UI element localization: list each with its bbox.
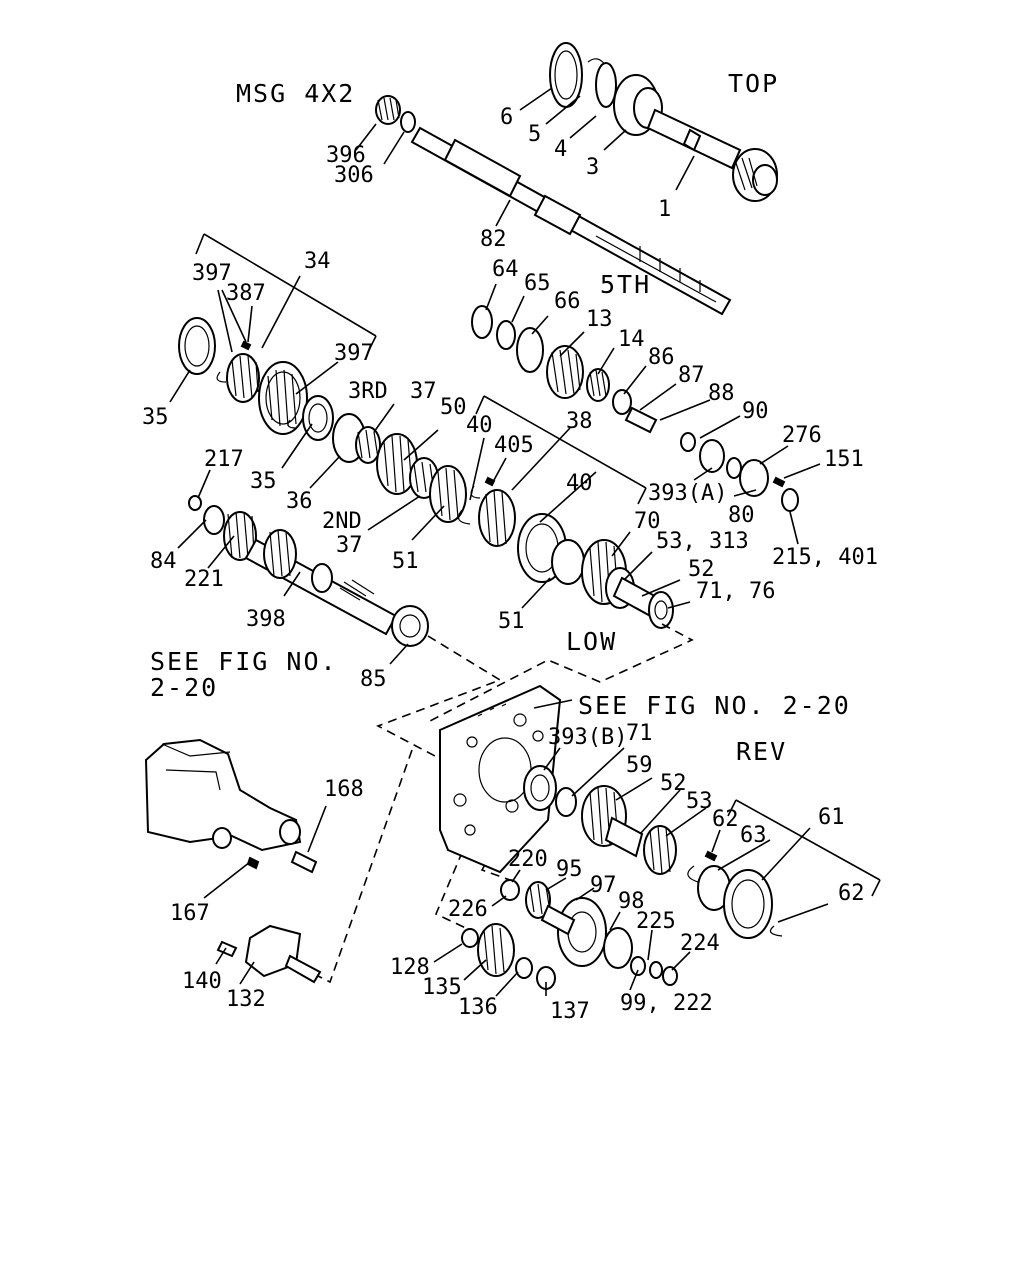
callout-167: 167 — [170, 901, 210, 926]
callout-397: 397 — [334, 341, 374, 366]
callout-135: 135 — [422, 975, 462, 1000]
callout-97: 97 — [590, 873, 617, 898]
callout-1: 1 — [658, 197, 671, 222]
callout-397-top: 397 — [192, 261, 232, 286]
fifth-gear-header: 5TH — [600, 270, 651, 299]
callout-151: 151 — [824, 447, 864, 472]
callout-393b: 393(B) — [548, 725, 627, 750]
callout-168: 168 — [324, 777, 364, 802]
model-header: MSG 4X2 — [236, 79, 355, 108]
callout-66: 66 — [554, 289, 581, 314]
callout-396: 396 — [326, 143, 366, 168]
callout-labels: 6 5 4 3 1 396 306 82 64 65 66 13 14 86 8… — [142, 105, 878, 1024]
callout-221: 221 — [184, 567, 224, 592]
callout-276: 276 — [782, 423, 822, 448]
callout-5: 5 — [528, 122, 541, 147]
callout-52: 52 — [660, 771, 687, 796]
shaft-end-parts — [375, 95, 416, 133]
callout-4: 4 — [554, 137, 567, 162]
callout-90: 90 — [742, 399, 769, 424]
callout-225: 225 — [636, 909, 676, 934]
callout-85: 85 — [360, 667, 387, 692]
callout-405: 405 — [494, 433, 534, 458]
callout-215-401: 215, 401 — [772, 545, 878, 570]
callout-35-top: 35 — [142, 405, 169, 430]
callout-13: 13 — [586, 307, 613, 332]
callout-87: 87 — [678, 363, 705, 388]
reverse-gear-header: REV — [736, 737, 787, 766]
callout-64: 64 — [492, 257, 519, 282]
callout-128: 128 — [390, 955, 430, 980]
transmission-case — [144, 738, 302, 870]
callout-80: 80 — [728, 503, 755, 528]
callout-224: 224 — [680, 931, 720, 956]
callout-53-313: 53, 313 — [656, 529, 749, 554]
callout-40-top: 40 — [466, 413, 493, 438]
low-gear-header: LOW — [566, 627, 617, 656]
callout-393a: 393(A) — [648, 481, 727, 506]
top-header: TOP — [728, 69, 779, 98]
fifth-gear-parts — [471, 305, 799, 512]
callout-35: 35 — [250, 469, 277, 494]
label-2nd: 2ND — [322, 509, 362, 534]
callout-306: 306 — [334, 163, 374, 188]
synchro-34-parts — [178, 233, 377, 435]
callout-14: 14 — [618, 327, 645, 352]
counter-gear-parts — [188, 395, 674, 647]
callout-95: 95 — [556, 857, 583, 882]
callout-98: 98 — [618, 889, 645, 914]
callout-37: 37 — [336, 533, 363, 558]
callout-53: 53 — [686, 789, 713, 814]
callout-99-222: 99, 222 — [620, 991, 713, 1016]
callout-65: 65 — [524, 271, 551, 296]
bolt-168 — [290, 850, 318, 874]
callout-3: 3 — [586, 155, 599, 180]
callout-71: 71 — [626, 721, 653, 746]
callout-50: 50 — [440, 395, 467, 420]
callout-70: 70 — [634, 509, 661, 534]
callout-132: 132 — [226, 987, 266, 1012]
callout-71-76: 71, 76 — [696, 579, 775, 604]
callout-51: 51 — [498, 609, 525, 634]
callout-217: 217 — [204, 447, 244, 472]
reverse-gear-parts — [461, 765, 881, 990]
callout-63: 63 — [740, 823, 767, 848]
callout-52-top: 52 — [688, 557, 715, 582]
callout-82: 82 — [480, 227, 507, 252]
callout-88: 88 — [708, 381, 735, 406]
callout-38: 38 — [566, 409, 593, 434]
callout-34: 34 — [304, 249, 331, 274]
callout-36: 36 — [286, 489, 313, 514]
callout-226: 226 — [448, 897, 488, 922]
leader-lines — [169, 87, 829, 997]
callout-51-mid: 51 — [392, 549, 419, 574]
case-plate — [439, 684, 562, 874]
see-fig-left-line1: SEE FIG NO. — [150, 647, 338, 676]
callout-62-top: 62 — [712, 807, 739, 832]
callout-387: 387 — [226, 281, 266, 306]
callout-61: 61 — [818, 805, 845, 830]
callout-140: 140 — [182, 969, 222, 994]
callout-37-top: 37 — [410, 379, 437, 404]
see-fig-right: SEE FIG NO. 2-20 — [578, 691, 851, 720]
callout-136: 136 — [458, 995, 498, 1020]
main-shaft — [410, 126, 732, 316]
callout-59: 59 — [626, 753, 653, 778]
see-fig-left-line2: 2-20 — [150, 673, 218, 702]
callout-398: 398 — [246, 607, 286, 632]
callout-62: 62 — [838, 881, 865, 906]
label-3rd: 3RD — [348, 379, 388, 404]
callout-137: 137 — [550, 999, 590, 1024]
callout-220: 220 — [508, 847, 548, 872]
callout-86: 86 — [648, 345, 675, 370]
callout-40: 40 — [566, 471, 593, 496]
idler-bracket — [216, 924, 322, 984]
input-shaft — [549, 42, 778, 202]
callout-6: 6 — [500, 105, 513, 130]
callout-84: 84 — [150, 549, 177, 574]
